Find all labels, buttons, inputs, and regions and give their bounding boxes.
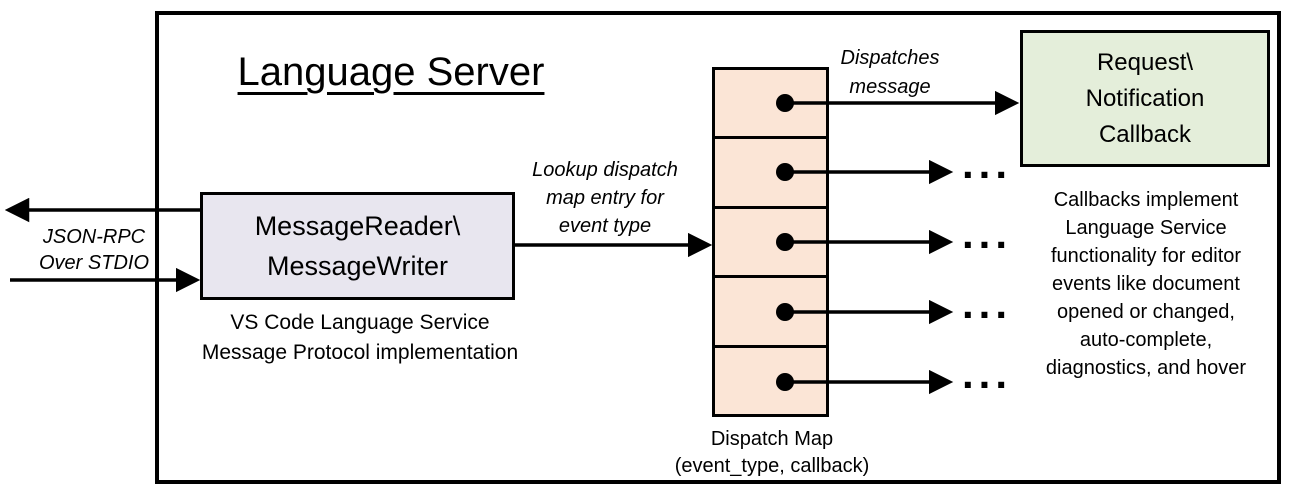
dispatch-map-cell — [715, 347, 826, 415]
dispatch-map-cell — [715, 139, 826, 209]
ellipsis-label: ... — [962, 350, 1013, 397]
callbacks-note-line: Callbacks implement — [1053, 189, 1239, 211]
dispatch-map-caption-line1: Dispatch Map — [710, 428, 834, 450]
message-reader-writer-label-line1: MessageReader\ — [254, 211, 461, 241]
callbacks-note-line: events like document — [1052, 273, 1240, 295]
reader-box-caption: VS Code Language Service Message Protoco… — [178, 308, 542, 368]
message-reader-writer-label-line2: MessageWriter — [266, 251, 449, 281]
json-rpc-stdio-label-line1: JSON-RPC — [42, 226, 146, 248]
dispatch-map-box — [712, 67, 829, 417]
callbacks-note: Callbacks implement Language Service fun… — [1002, 186, 1290, 382]
callbacks-note-line: diagnostics, and hover — [1045, 357, 1247, 379]
reader-box-caption-line1: VS Code Language Service — [230, 311, 490, 334]
dispatches-message-label: Dispatches message — [820, 44, 960, 102]
ellipsis-label: ... — [962, 280, 1013, 327]
lookup-dispatch-label-line1: Lookup dispatch — [532, 159, 678, 181]
callbacks-note-line: functionality for editor — [1050, 245, 1242, 267]
lookup-dispatch-label-line2: map entry for — [546, 187, 664, 209]
callbacks-note-line: Language Service — [1065, 217, 1227, 239]
callbacks-note-line: opened or changed, — [1057, 301, 1235, 323]
json-rpc-stdio-label: JSON-RPC Over STDIO — [20, 224, 168, 276]
dispatch-map-cell — [715, 278, 826, 348]
dispatch-map-caption: Dispatch Map (event_type, callback) — [646, 426, 898, 480]
callback-box-label-line1: Request\ — [1096, 48, 1194, 76]
reader-box-caption-line2: Message Protocol implementation — [201, 341, 519, 364]
diagram-title: Language Server — [237, 50, 545, 94]
dispatch-map-cell — [715, 208, 826, 279]
dispatches-message-label-line1: Dispatches — [840, 47, 940, 69]
dispatches-message-label-line2: message — [849, 76, 931, 98]
callback-box-label-line3: Callback — [1098, 120, 1192, 148]
message-reader-writer-box: MessageReader\ MessageWriter — [200, 192, 515, 300]
json-rpc-stdio-label-line2: Over STDIO — [38, 252, 149, 274]
lookup-dispatch-label-line3: event type — [558, 215, 652, 237]
ellipsis-label: ... — [962, 210, 1013, 257]
dispatch-map-caption-line2: (event_type, callback) — [674, 455, 870, 477]
ellipsis-label: ... — [962, 140, 1013, 187]
callbacks-note-line: auto-complete, — [1079, 329, 1213, 351]
callback-box-label-line2: Notification — [1085, 84, 1205, 112]
dispatch-map-cell — [715, 70, 826, 140]
request-notification-callback-box: Request\ Notification Callback — [1020, 30, 1270, 167]
lookup-dispatch-label: Lookup dispatch map entry for event type — [512, 156, 698, 240]
